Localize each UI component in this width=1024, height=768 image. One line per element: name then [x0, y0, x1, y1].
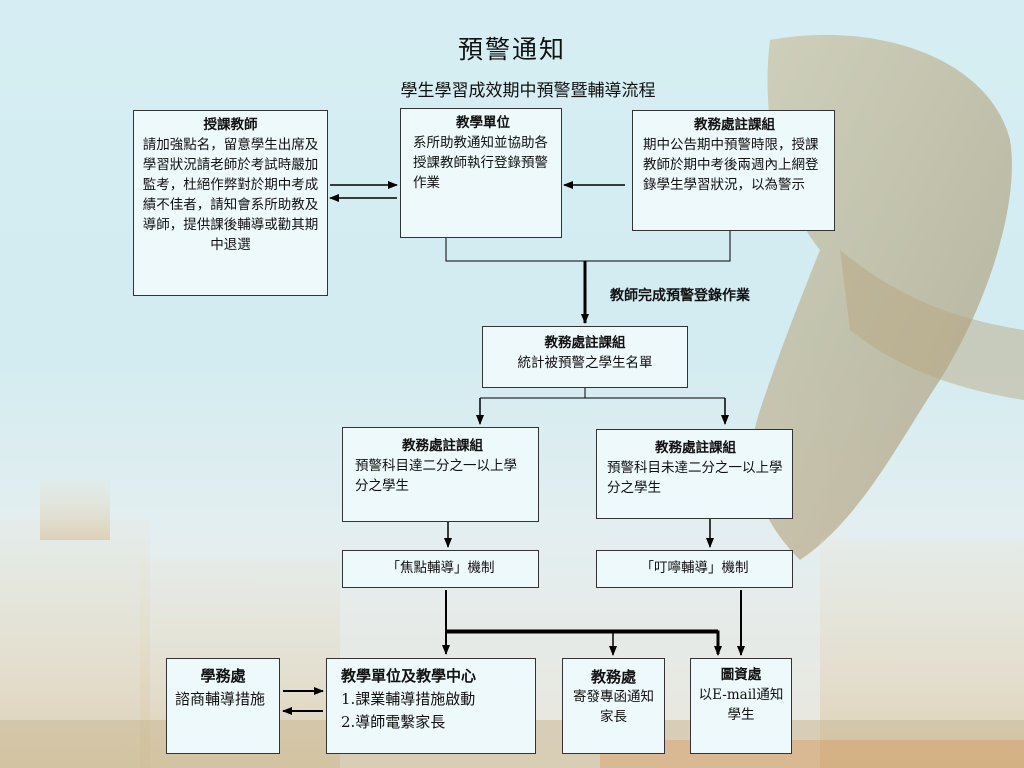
registrar-top-text: 期中公告期中預警時限，授課教師於期中考後兩週內上網登錄學生學習狀況，以為警示 — [643, 137, 819, 193]
registrar-right-text: 預警科目未達二分之一以上學分之學生 — [607, 460, 783, 496]
registrar-mid-text: 統計被預警之學生名單 — [517, 355, 653, 371]
registrar-top-box: 教務處註課組 期中公告期中預警時限，授課教師於期中考後兩週內上網登錄學生學習狀況… — [632, 110, 835, 231]
student-affairs-text: 諮商輔導措施 — [175, 690, 266, 708]
teaching-center-text: 1.課業輔導措施啟動 2.導師電繫家長 — [341, 690, 476, 731]
library-text: 以E-mail通知學生 — [698, 687, 784, 723]
registrar-top-heading: 教務處註課組 — [694, 117, 775, 133]
focus-mechanism-box: 「焦點輔導」機制 — [342, 550, 539, 588]
registrar-right-box: 教務處註課組 預警科目未達二分之一以上學分之學生 — [596, 429, 793, 519]
dept-box-heading: 教學單位 — [456, 115, 510, 131]
teacher-box-text: 請加強點名，留意學生出席及學習狀況請老師於考試時嚴加監考，杜絕作弊對於期中考成績… — [142, 137, 319, 253]
registrar-mid-box: 教務處註課組 統計被預警之學生名單 — [482, 326, 688, 388]
dept-box: 教學單位 系所助教通知並協助各授課教師執行登錄預警作業 — [400, 108, 562, 238]
page-title: 預警通知 — [457, 35, 566, 64]
library-heading: 圖資處 — [720, 667, 762, 683]
registrar-mid-heading: 教務處註課組 — [544, 335, 626, 351]
registrar-left-heading: 教務處註課組 — [402, 438, 483, 454]
academic-affairs-heading: 教務處 — [590, 668, 636, 686]
teaching-center-heading: 教學單位及教學中心 — [341, 667, 477, 685]
registrar-left-box: 教務處註課組 預警科目達二分之一以上學分之學生 — [342, 427, 539, 522]
student-affairs-heading: 學務處 — [200, 667, 246, 685]
teaching-center-box: 教學單位及教學中心 1.課業輔導措施啟動 2.導師電繫家長 — [326, 658, 536, 754]
registrar-left-text: 預警科目達二分之一以上學分之學生 — [355, 458, 517, 494]
dept-box-text: 系所助教通知並協助各授課教師執行登錄預警作業 — [413, 135, 548, 191]
academic-affairs-box: 教務處 寄發專函通知家長 — [562, 658, 665, 754]
remind-mechanism-text: 「叮嚀輔導」機制 — [640, 560, 749, 576]
teacher-box: 授課教師 請加強點名，留意學生出席及學習狀況請老師於考試時嚴加監考，杜絕作弊對於… — [133, 110, 328, 296]
student-affairs-box: 學務處 諮商輔導措施 — [166, 658, 280, 754]
registrar-right-heading: 教務處註課組 — [655, 440, 736, 456]
teacher-box-heading: 授課教師 — [203, 117, 258, 133]
focus-mechanism-text: 「焦點輔導」機制 — [386, 560, 495, 576]
page-subtitle: 學生學習成效期中預警暨輔導流程 — [400, 81, 656, 101]
library-box: 圖資處 以E-mail通知學生 — [690, 658, 792, 754]
remind-mechanism-box: 「叮嚀輔導」機制 — [596, 550, 793, 588]
academic-affairs-text: 寄發專函通知家長 — [573, 689, 654, 725]
flow-label: 教師完成預警登錄作業 — [610, 288, 750, 304]
